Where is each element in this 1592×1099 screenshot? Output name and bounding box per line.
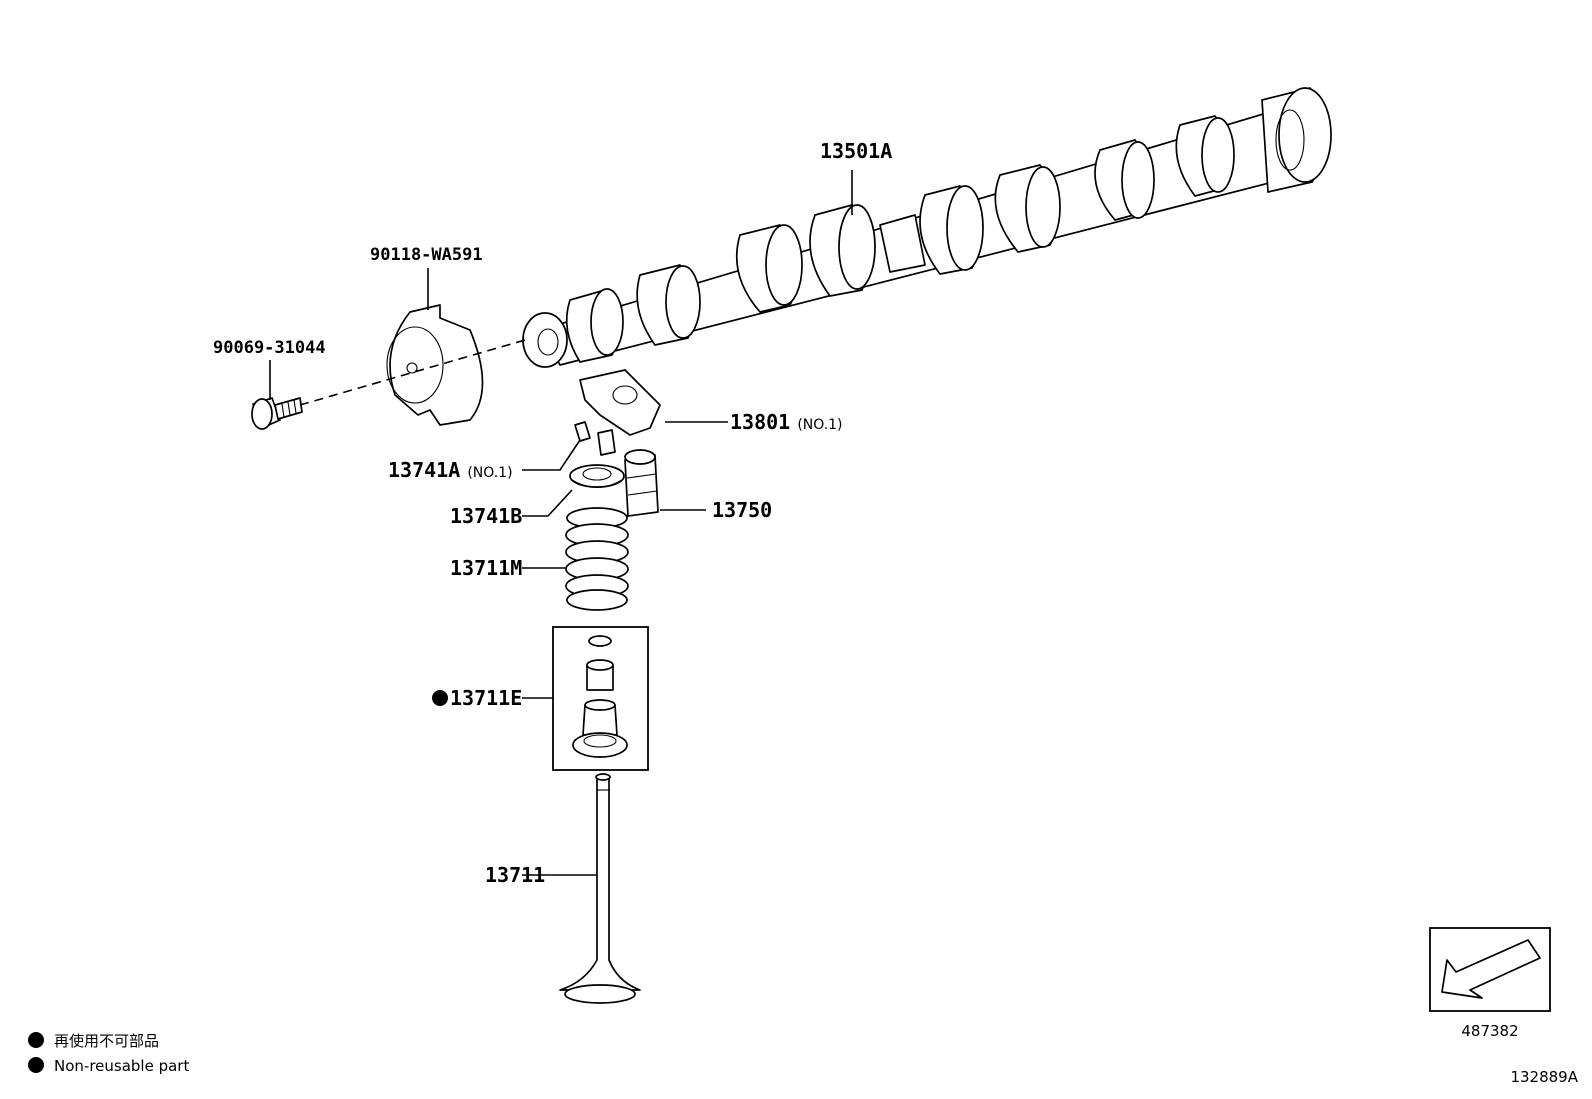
legend-bullet-jp xyxy=(28,1032,44,1048)
cam-lobes xyxy=(565,115,1235,363)
rocker-arm-drawing xyxy=(579,369,661,436)
non-reusable-marker xyxy=(432,690,448,706)
camshaft-drawing xyxy=(522,87,1332,368)
label-rocker-arm: 13801 (NO.1) xyxy=(730,410,843,434)
label-retainer-lock-suffix: (NO.1) xyxy=(467,465,512,481)
label-lash-adjuster: 13750 xyxy=(712,498,772,522)
legend-bullet-en xyxy=(28,1057,44,1073)
direction-arrow-icon xyxy=(1441,939,1541,999)
label-valve: 13711 xyxy=(485,863,545,887)
assembly-axis-line xyxy=(299,339,526,406)
label-seal-set: 13711E xyxy=(450,686,522,710)
legend-text-en: Non-reusable part xyxy=(54,1057,189,1075)
bolt-drawing xyxy=(251,397,303,430)
label-retainer-lock: 13741A (NO.1) xyxy=(388,458,513,482)
direction-box: 487382 xyxy=(1429,927,1551,1040)
retainer-drawing xyxy=(569,464,625,489)
valve-drawing xyxy=(559,773,641,1004)
lash-adjuster-drawing xyxy=(624,449,659,517)
figure-code: 132889A xyxy=(1510,1068,1578,1086)
label-retainer: 13741B xyxy=(450,504,522,528)
leader-lines xyxy=(269,170,853,876)
label-washer-plate: 90118-WA591 xyxy=(370,245,483,265)
valve-spring-drawing xyxy=(565,507,629,611)
label-valve-spring: 13711M xyxy=(450,556,522,580)
label-bolt: 90069-31044 xyxy=(213,338,326,358)
direction-code: 487382 xyxy=(1461,1022,1518,1040)
washer-plate-drawing xyxy=(386,304,484,426)
legend-text-jp: 再使用不可部品 xyxy=(54,1032,159,1050)
retainer-lock-drawing xyxy=(574,421,616,456)
seal-set-box xyxy=(552,626,649,771)
legend: 再使用不可部品 Non-reusable part xyxy=(28,1032,189,1075)
label-camshaft: 13501A xyxy=(820,139,892,163)
label-rocker-arm-suffix: (NO.1) xyxy=(797,417,842,433)
